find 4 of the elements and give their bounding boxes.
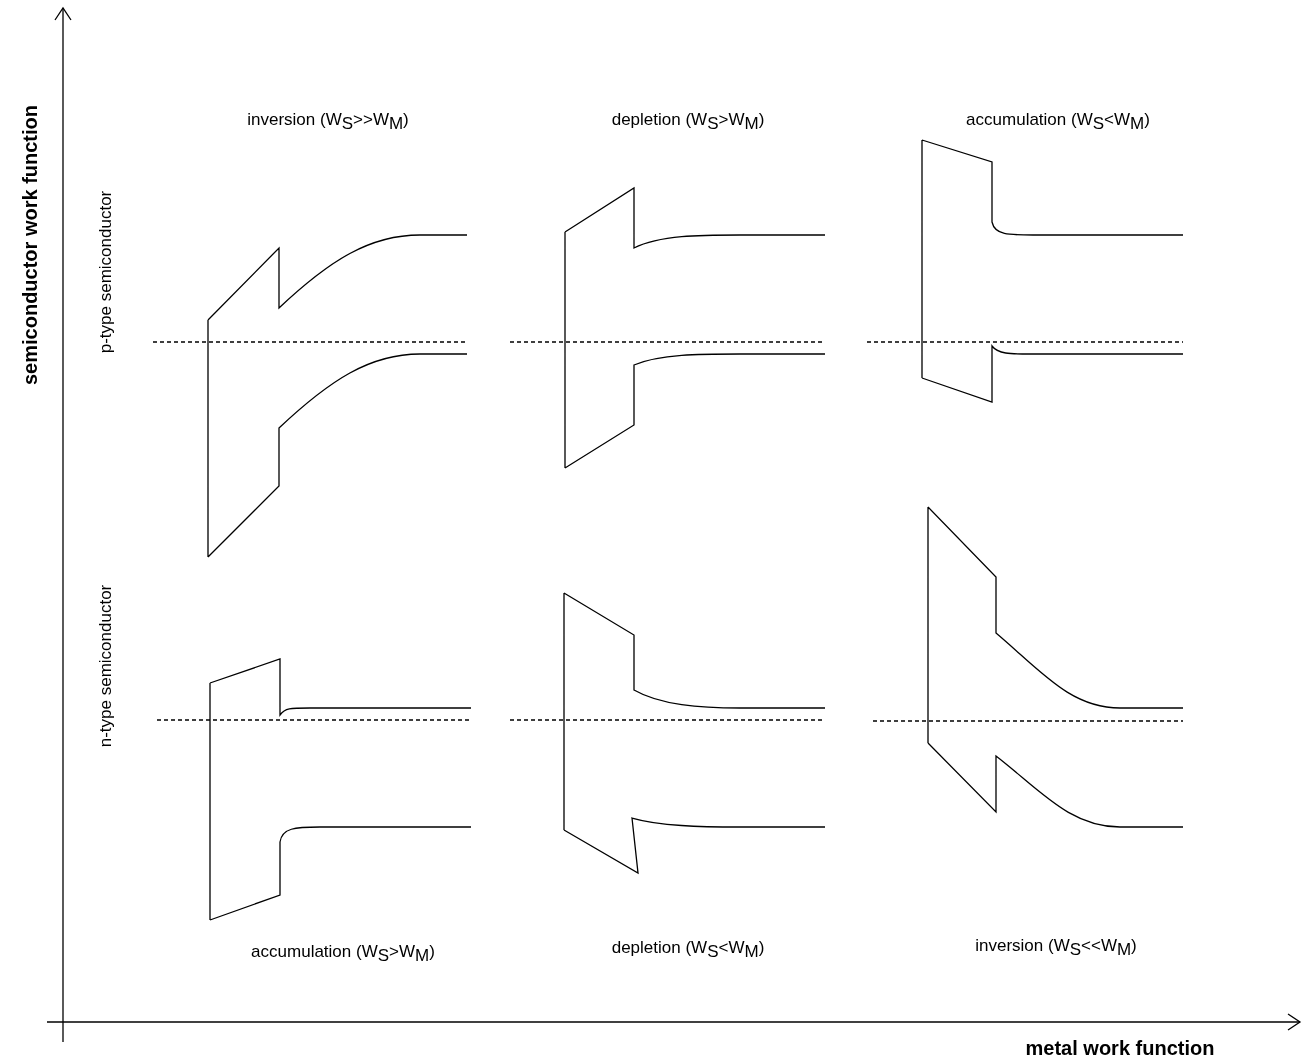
row-label: n-type semiconductor <box>96 584 116 748</box>
axis-label: metal work function <box>1025 1037 1215 1059</box>
row-label: p-type semiconductor <box>96 190 116 354</box>
axis-label: semiconductor work function <box>19 105 41 385</box>
